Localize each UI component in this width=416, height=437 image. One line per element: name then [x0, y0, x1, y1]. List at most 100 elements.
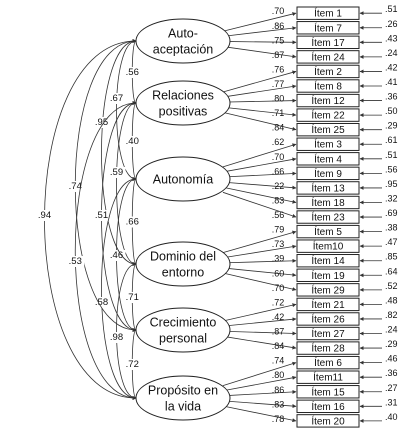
loading-arrow: [222, 181, 297, 190]
correlation-value: .56: [126, 67, 139, 78]
loading-value: .42: [272, 312, 285, 322]
factor-label: Relaciones: [152, 89, 214, 103]
correlation-value: .67: [110, 93, 123, 104]
loading-value: .86: [272, 21, 285, 31]
loading-value: .83: [272, 399, 285, 409]
error-value: .27: [385, 383, 398, 393]
item-row: Ítem10.47: [296, 237, 398, 253]
item-box: [296, 370, 360, 384]
item-row: Ítem 26.82: [296, 310, 398, 326]
item-box: [296, 35, 360, 50]
item-label: Ítem 1: [314, 7, 342, 20]
item-label: Ítem11: [313, 371, 343, 384]
item-label: Ítem 5: [314, 225, 342, 238]
item-label: Ítem 28: [311, 342, 345, 355]
error-value: .24: [385, 48, 398, 58]
loading-arrow: [222, 106, 297, 117]
correlation-label-bg: [92, 117, 111, 128]
error-value: .82: [385, 310, 398, 320]
factor-ellipse: [135, 375, 231, 421]
error-value: .24: [385, 325, 398, 335]
item-row: Ítem 18.32: [296, 193, 398, 210]
loading-arrow: [222, 26, 297, 37]
item-label: Ítem10: [313, 240, 344, 253]
item-box: [296, 93, 360, 108]
loading-arrow: [222, 186, 297, 204]
factor-ellipse: [135, 307, 231, 353]
factor-label: Dominio del: [150, 250, 216, 264]
loading-arrow: [222, 405, 297, 423]
correlation-label-bg: [123, 359, 142, 370]
loading-value: .62: [272, 137, 285, 147]
item-label: Ítem 8: [314, 80, 342, 93]
item-label: Ítem 14: [311, 254, 345, 267]
correlation-arc: [101, 177, 137, 400]
loading-value: .87: [272, 50, 285, 60]
loading-value: .77: [272, 79, 285, 89]
item-row: Ítem 5.38: [296, 223, 398, 239]
item-box: [296, 268, 360, 282]
loading-arrow: [222, 244, 297, 259]
factor-label: Crecimiento: [150, 316, 217, 330]
correlation-value: .53: [69, 256, 82, 267]
loading-arrow: [222, 84, 297, 98]
error-value: .46: [385, 354, 398, 364]
item-box: [296, 21, 360, 35]
factor-ellipse: [135, 18, 231, 64]
latent-factors: Auto-aceptaciónRelacionespositivasAutono…: [135, 18, 231, 421]
correlation-label-bg: [123, 136, 142, 147]
correlation-label-bg: [35, 210, 54, 221]
item-label: Ítem 27: [311, 327, 345, 340]
error-value: .61: [385, 135, 398, 145]
error-value: .36: [385, 368, 398, 378]
loading-arrow: [222, 111, 297, 131]
item-label: Ítem 12: [311, 94, 345, 107]
item-label: Ítem 4: [314, 152, 342, 165]
item-label: Ítem 3: [314, 138, 342, 151]
error-value: .42: [385, 62, 398, 72]
correlation-value: .40: [126, 136, 139, 147]
correlation-arc: [116, 101, 137, 266]
item-box: [296, 79, 360, 93]
error-value: .43: [385, 33, 398, 43]
error-value: .51: [385, 4, 398, 14]
error-value: .85: [385, 252, 398, 262]
factor-correlations: .56.40.66.71.72.67.59.46.98.95.51.58.74.…: [35, 39, 142, 400]
item-label: Ítem 18: [311, 196, 345, 209]
loading-value: .84: [272, 341, 285, 351]
item-box: [296, 224, 360, 239]
factor-ellipse: [135, 156, 231, 202]
item-box: [296, 385, 360, 399]
loading-value: .72: [272, 297, 285, 307]
item-box: [296, 399, 360, 414]
error-value: .95: [385, 179, 398, 189]
loading-arrow: [222, 40, 297, 45]
loading-value: .66: [272, 166, 285, 176]
item-box: [296, 64, 360, 79]
loading-arrow: [222, 230, 297, 254]
loading-value: .76: [272, 64, 285, 74]
factor-0: Auto-aceptación: [135, 18, 231, 64]
correlation-value: .95: [95, 117, 108, 128]
loading-value: .71: [272, 108, 285, 118]
item-box: [296, 254, 360, 268]
item-box: [296, 326, 360, 341]
error-value: .64: [385, 266, 398, 276]
correlation-label-bg: [107, 93, 126, 104]
item-row: Ítem 17.43: [296, 33, 398, 50]
correlation-value: .58: [95, 297, 108, 308]
correlation-label-bg: [66, 181, 85, 192]
item-box: [296, 50, 360, 64]
error-value: .50: [385, 106, 398, 116]
correlation-value: .66: [126, 217, 139, 228]
item-row: Ítem 4.51: [296, 150, 398, 166]
item-row: Ítem 1 .51: [296, 4, 398, 20]
correlation-value: .74: [69, 181, 82, 192]
loading-arrow: [222, 375, 297, 392]
error-value: .26: [385, 19, 398, 29]
loading-arrow: [222, 258, 297, 264]
correlation-arc: [74, 39, 137, 332]
